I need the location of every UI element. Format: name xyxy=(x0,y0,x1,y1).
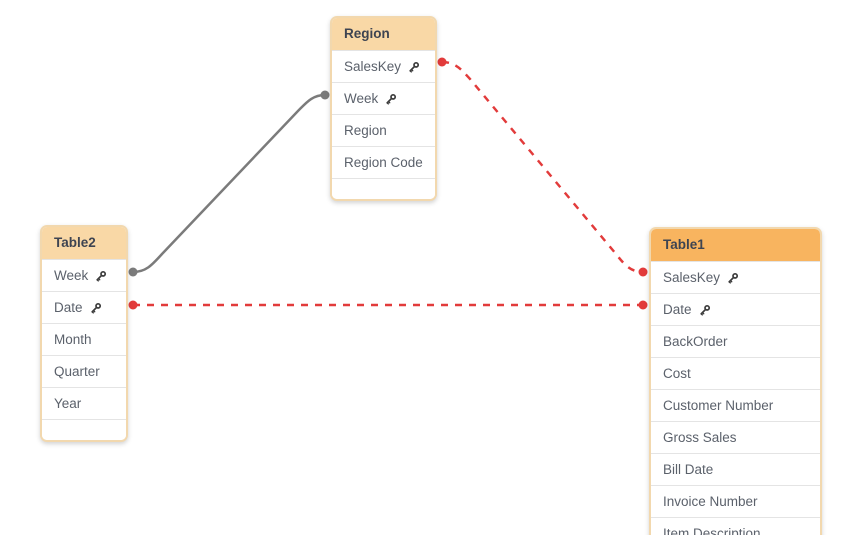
field-name: Quarter xyxy=(54,364,100,379)
field-name: Customer Number xyxy=(663,398,774,413)
table-footer xyxy=(42,419,126,440)
table-region[interactable]: Region SalesKey Week Region Region Code xyxy=(330,16,437,201)
connector-dot xyxy=(128,300,138,310)
field-row[interactable]: Cost xyxy=(651,357,820,389)
key-icon xyxy=(96,270,107,282)
table-header[interactable]: Region xyxy=(332,18,435,50)
field-name: Week xyxy=(344,91,379,106)
field-row[interactable]: Region xyxy=(332,114,435,146)
field-row[interactable]: Date xyxy=(42,291,126,323)
field-row[interactable]: Quarter xyxy=(42,355,126,387)
field-row[interactable]: Gross Sales xyxy=(651,421,820,453)
key-icon xyxy=(699,304,710,316)
field-name: Item Description xyxy=(663,526,761,535)
field-name: SalesKey xyxy=(344,59,402,74)
field-row[interactable]: Invoice Number xyxy=(651,485,820,517)
field-name: Region Code xyxy=(344,155,423,170)
field-name: Year xyxy=(54,396,82,411)
connector-dot xyxy=(320,90,330,100)
connector-dot xyxy=(437,57,447,67)
connection-table2-region xyxy=(128,90,330,277)
field-row[interactable]: Week xyxy=(42,259,126,291)
key-icon xyxy=(409,61,420,73)
field-row[interactable]: SalesKey xyxy=(332,50,435,82)
field-name: Cost xyxy=(663,366,691,381)
field-row[interactable]: Month xyxy=(42,323,126,355)
field-row[interactable]: Date xyxy=(651,293,820,325)
key-icon xyxy=(90,302,101,314)
table-table1[interactable]: Table1 SalesKey Date BackOrder Cost Cust… xyxy=(649,227,822,535)
field-name: Gross Sales xyxy=(663,430,737,445)
field-name: Month xyxy=(54,332,92,347)
field-row[interactable]: Year xyxy=(42,387,126,419)
field-name: Region xyxy=(344,123,387,138)
table-table2[interactable]: Table2 Week Date Month Quarter Year xyxy=(40,225,128,442)
field-name: Invoice Number xyxy=(663,494,758,509)
key-icon xyxy=(728,272,739,284)
table-header[interactable]: Table1 xyxy=(651,229,820,261)
field-row[interactable]: SalesKey xyxy=(651,261,820,293)
table-footer xyxy=(332,178,435,199)
key-icon xyxy=(386,93,397,105)
connector-dot xyxy=(638,300,648,310)
field-row[interactable]: BackOrder xyxy=(651,325,820,357)
field-name: Date xyxy=(663,302,692,317)
field-row[interactable]: Week xyxy=(332,82,435,114)
field-name: Bill Date xyxy=(663,462,714,477)
field-name: BackOrder xyxy=(663,334,728,349)
field-name: SalesKey xyxy=(663,270,721,285)
field-row[interactable]: Item Description xyxy=(651,517,820,535)
connection-table2-table1 xyxy=(128,300,648,310)
field-name: Week xyxy=(54,268,89,283)
field-row[interactable]: Region Code xyxy=(332,146,435,178)
field-row[interactable]: Bill Date xyxy=(651,453,820,485)
table-header[interactable]: Table2 xyxy=(42,227,126,259)
connector-dot xyxy=(638,267,648,277)
connector-dot xyxy=(128,267,138,277)
field-row[interactable]: Customer Number xyxy=(651,389,820,421)
connection-region-table1 xyxy=(437,57,648,277)
field-name: Date xyxy=(54,300,83,315)
